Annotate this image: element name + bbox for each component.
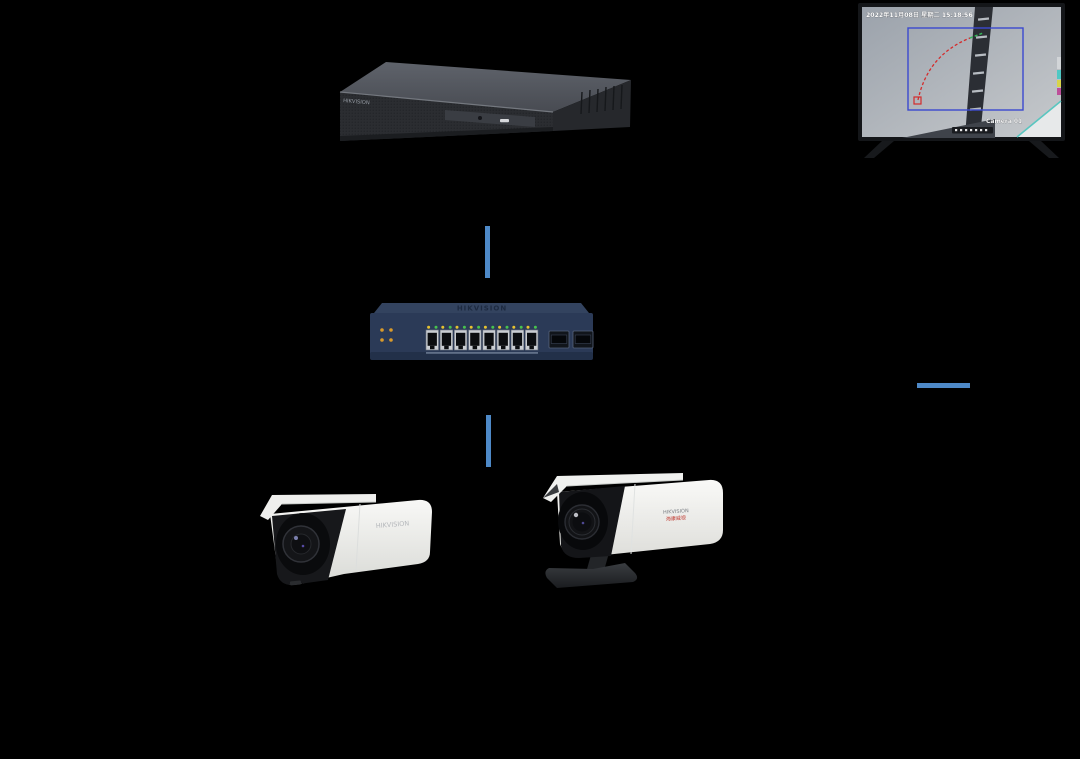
switch-top-face	[374, 303, 589, 313]
shield-underside	[543, 484, 559, 498]
camera-brand-logo: HIKVISION	[376, 519, 410, 530]
camera-sun-shield	[260, 494, 376, 520]
nvr-device: HIKVISION	[330, 52, 640, 147]
nvr-front-panel-band	[445, 110, 535, 127]
trajectory-end-segment	[969, 32, 984, 39]
nvr-top-face	[340, 62, 631, 112]
poe-switch-device: HIKVISION	[364, 294, 600, 368]
target-trajectory-line	[917, 37, 971, 101]
switch-status-leds	[380, 328, 393, 342]
camera-lens	[276, 513, 330, 575]
camera-brand-logo-cn: 海康威视	[666, 514, 686, 522]
camera-lens	[558, 492, 608, 550]
connector-nvr-to-switch	[485, 226, 490, 278]
sfp-port	[572, 330, 594, 349]
connector-monitor	[917, 383, 970, 388]
osd-timestamp: 2022年11月08日 星期二 15:18:56	[866, 11, 973, 19]
body-seam-line	[355, 503, 361, 571]
nvr-top-edge-highlight	[339, 91, 554, 113]
monitor-stand-legs	[864, 141, 1059, 158]
camera-sun-shield	[543, 473, 683, 502]
bullet-camera-right: HIKVISION 海康威视	[533, 466, 731, 594]
target-box	[913, 96, 922, 105]
shield-shadow-line	[566, 479, 684, 487]
scene-window	[1016, 57, 1062, 138]
switch-port-label-strip	[426, 352, 538, 354]
intrusion-zone-overlay	[907, 27, 1024, 111]
connector-switch-to-cameras	[486, 415, 491, 467]
sfp-port	[548, 330, 570, 349]
nvr-side-face	[553, 80, 631, 131]
camera-brand-logo: HIKVISION	[663, 508, 689, 516]
switch-bottom-strip	[370, 352, 593, 360]
nvr-chassis: HIKVISION	[339, 62, 631, 141]
nvr-bottom-edge	[340, 127, 553, 141]
shield-shadow-line	[281, 501, 377, 505]
nvr-usb-port	[500, 119, 509, 123]
osd-camera-label: Camera 01	[986, 118, 1022, 125]
nvr-power-button	[478, 116, 482, 120]
body-seam-line	[630, 483, 636, 555]
switch-brand-logo: HIKVISION	[457, 305, 507, 313]
bullet-camera-left: HIKVISION	[248, 486, 438, 594]
camera-bottom-screw	[289, 580, 302, 586]
monitor-device: 2022年11月08日 星期二 15:18:56 Camera 01	[852, 0, 1072, 162]
nvr-brand-logo: HIKVISION	[343, 98, 370, 106]
monitor-screen: 2022年11月08日 星期二 15:18:56 Camera 01	[862, 7, 1062, 138]
nvr-vent-grille	[580, 84, 623, 115]
osd-menu-strip	[952, 127, 993, 134]
